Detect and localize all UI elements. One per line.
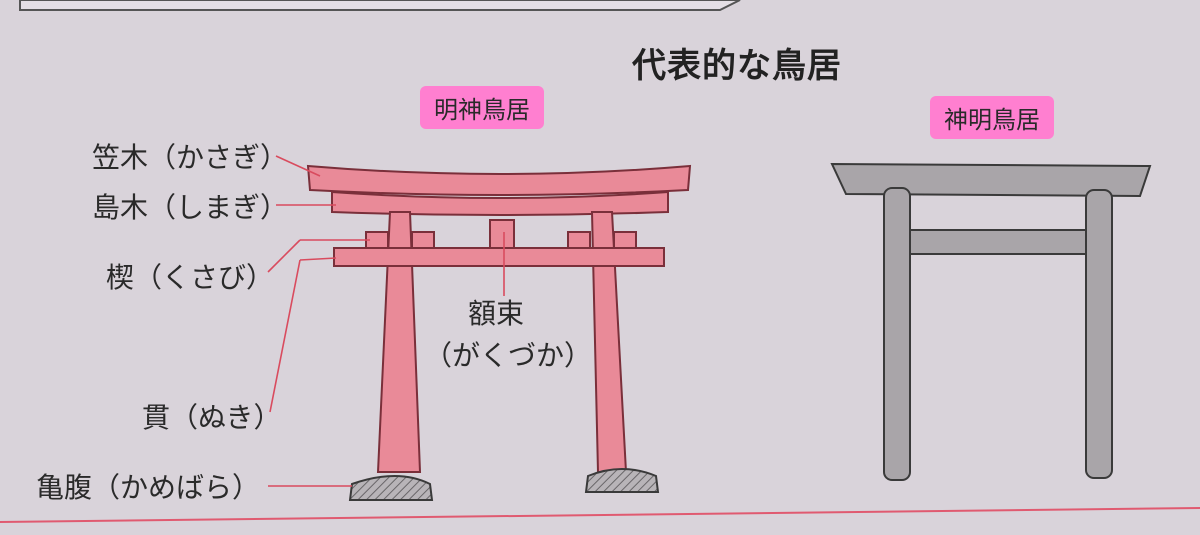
leader-kasagi (275, 155, 321, 177)
shinmei-heading: 神明鳥居 (930, 96, 1054, 139)
label-kamebara: 亀腹（かめばら） (36, 471, 261, 504)
shimagi-beam (331, 190, 669, 216)
label-kusabi: 楔（くさび） (106, 261, 275, 294)
kamebara-base (584, 468, 660, 493)
label-gakuzuka-kanji: 額束 (468, 297, 525, 330)
shinmei-top-beam (830, 162, 1152, 198)
leader-lines (267, 155, 505, 487)
kusabi-wedge (411, 231, 435, 249)
bottom-rule (0, 507, 1200, 523)
top-tab-remnant (19, 0, 741, 11)
kamebara-base (348, 475, 434, 501)
nuki-beam (333, 247, 665, 267)
shinmei-nuki (909, 229, 1087, 255)
myojin-torii (306, 164, 692, 501)
label-nuki: 貫（ぬき） (142, 401, 282, 434)
leader-nuki (269, 259, 301, 413)
label-kasagi: 笠木（かさぎ） (92, 141, 289, 174)
label-shimagi: 島木（しまぎ） (92, 191, 289, 224)
kusabi-wedge (613, 231, 637, 249)
label-gakuzuka-kana: （がくづか） (424, 339, 593, 372)
leader-nuki-h (299, 257, 337, 261)
left-pillar (376, 211, 422, 473)
shinmei-torii (830, 162, 1152, 481)
myojin-heading: 明神鳥居 (420, 86, 544, 129)
leader-kusabi (267, 239, 301, 273)
shinmei-right-pillar (1085, 189, 1113, 479)
gakuzuka-block (489, 219, 515, 249)
diagram-title: 代表的な鳥居 (632, 46, 842, 86)
kusabi-wedge (567, 231, 591, 249)
shinmei-left-pillar (883, 187, 911, 481)
kasagi-beam (306, 164, 692, 196)
